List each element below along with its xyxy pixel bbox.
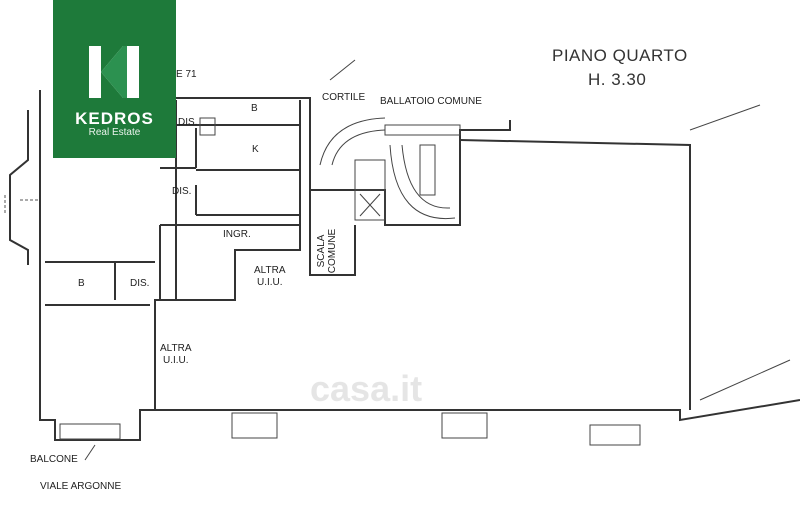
- logo-brand: KEDROS: [75, 109, 154, 128]
- cortile-label: CORTILE: [322, 92, 366, 103]
- partial-top-label: E 71: [176, 69, 197, 80]
- altra-uiu-label-1: ALTRA U.I.U.: [254, 265, 286, 288]
- room-b-bottom: B: [78, 278, 85, 289]
- logo-subtitle: Real Estate: [88, 127, 141, 138]
- balcone-label: BALCONE: [30, 454, 78, 465]
- altra-uiu-label-2: ALTRA U.I.U.: [160, 343, 192, 366]
- ballatoio-label: BALLATOIO COMUNE: [380, 96, 482, 107]
- scala-comune-label: SCALA COMUNE: [316, 228, 338, 274]
- room-kitchen: K: [252, 144, 259, 155]
- room-dis-bottom: DIS.: [130, 278, 150, 289]
- room-dis-mid: DIS.: [172, 186, 192, 197]
- kedros-mark-icon: [89, 46, 139, 98]
- floor-title: PIANO QUARTO: [552, 46, 688, 65]
- ceiling-height: H. 3.30: [588, 70, 647, 89]
- watermark: casa.it: [310, 368, 423, 409]
- street-label: VIALE ARGONNE: [40, 481, 122, 492]
- kedros-logo: KEDROS Real Estate: [53, 0, 176, 158]
- room-b-top: B: [251, 103, 258, 114]
- room-dis-top: DIS.: [178, 117, 198, 128]
- room-ingresso: INGR.: [223, 229, 251, 240]
